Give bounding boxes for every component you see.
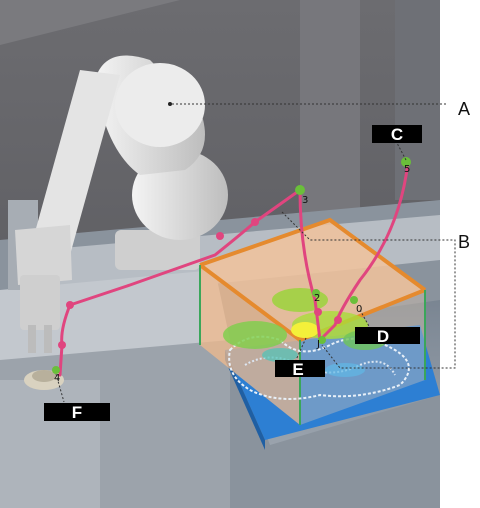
robot-wrist	[15, 225, 72, 285]
tag-f-text: F	[72, 403, 82, 422]
background-pillar	[300, 0, 360, 230]
waypoint-0[interactable]: 0	[350, 296, 362, 315]
tag-e: E	[275, 360, 325, 379]
label-a: A	[458, 99, 470, 119]
tag-c-text: C	[391, 125, 403, 144]
path-node	[216, 232, 224, 240]
cloud-cyan-1	[262, 348, 298, 362]
cloud-outline-1	[228, 335, 410, 400]
path-node	[58, 341, 66, 349]
leader-lines	[55, 103, 456, 403]
path-node	[251, 218, 259, 226]
waypoint-label: 2	[314, 293, 320, 304]
waypoint-marker	[295, 185, 305, 195]
waypoint-5[interactable]: 5	[401, 157, 411, 175]
waypoint-marker	[318, 336, 326, 344]
path-node	[314, 308, 322, 316]
box-front-wall	[300, 290, 425, 425]
robot-marker-a	[168, 102, 172, 106]
tag-f-bg	[44, 403, 110, 421]
waypoint-marker	[52, 366, 60, 374]
leader-b	[281, 211, 456, 369]
leader-f	[55, 373, 65, 403]
tag-d-bg	[355, 327, 420, 344]
point-cloud	[223, 288, 410, 400]
tag-d-text: D	[377, 327, 389, 346]
waypoint-marker	[401, 157, 411, 167]
cloud-highlight	[291, 322, 319, 338]
tray-edge	[225, 350, 265, 450]
workpiece-hole	[32, 370, 56, 382]
ceiling-beam	[0, 0, 180, 45]
waypoint-label: 5	[404, 164, 410, 175]
cloud-cyan-2	[325, 363, 365, 377]
cloud-green-2	[223, 321, 287, 349]
tag-c-bg	[372, 125, 422, 143]
background-pillar-right	[395, 0, 440, 200]
waypoint-marker	[350, 296, 358, 304]
tag-d: D	[355, 327, 420, 346]
gripper-finger-right	[44, 325, 52, 353]
label-b: B	[458, 232, 470, 252]
waypoint-j[interactable]: J	[316, 336, 326, 350]
robot-forearm	[30, 70, 120, 255]
path-node	[66, 301, 74, 309]
waypoint-label: 0	[356, 304, 362, 315]
gripper-finger-left	[28, 325, 36, 353]
tag-f: F	[44, 403, 110, 422]
side-margin	[440, 0, 480, 508]
robot-elbow	[115, 63, 205, 147]
path-nodes	[58, 218, 342, 349]
waypoint-2[interactable]: 2	[312, 289, 320, 304]
leader-c	[396, 142, 407, 161]
tag-e-text: E	[292, 360, 303, 379]
path-node	[334, 316, 342, 324]
workpiece[interactable]	[24, 370, 64, 390]
waypoint-3[interactable]: 3	[295, 185, 308, 206]
waypoint-label: 3	[302, 195, 308, 206]
leader-e	[295, 337, 307, 361]
tag-c: C	[372, 125, 422, 144]
robot-tool	[20, 275, 60, 330]
leader-d	[359, 309, 371, 329]
trajectory-path[interactable]	[58, 160, 410, 377]
box-rim-back	[199, 217, 427, 292]
robot-base	[115, 230, 200, 270]
robot-arm[interactable]	[15, 55, 228, 354]
waypoint-label: J	[316, 339, 320, 350]
left-block	[0, 380, 100, 508]
waypoint-marker	[312, 289, 320, 297]
tag-e-bg	[275, 360, 325, 377]
